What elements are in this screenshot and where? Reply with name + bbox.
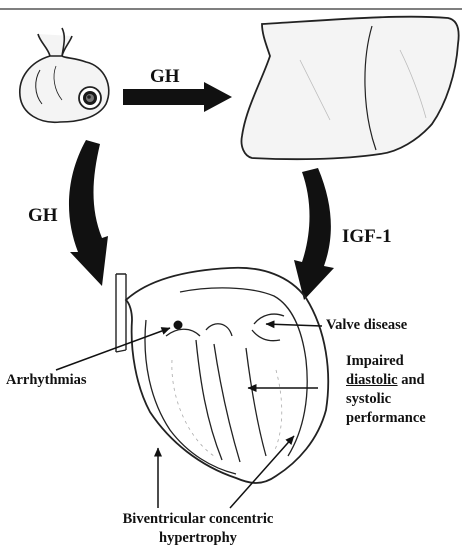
heart bbox=[116, 268, 328, 483]
label-impaired-line2: diastolic and bbox=[346, 371, 426, 390]
pituitary-adenoma bbox=[79, 87, 101, 109]
gh-arrow-curved bbox=[69, 140, 108, 286]
liver bbox=[241, 17, 458, 160]
label-igf1: IGF-1 bbox=[342, 226, 392, 248]
label-impaired-performance: Impaired diastolic and systolic performa… bbox=[346, 352, 426, 428]
label-diastolic: diastolic bbox=[346, 372, 398, 388]
label-and: and bbox=[398, 372, 425, 388]
pointer-arrows bbox=[56, 324, 322, 508]
label-gh-left: GH bbox=[28, 205, 58, 227]
label-impaired-line1: Impaired bbox=[346, 352, 426, 371]
label-gh-top: GH bbox=[150, 66, 180, 88]
label-arrhythmias: Arrhythmias bbox=[6, 371, 87, 390]
label-biventricular-line2: hypertrophy bbox=[0, 529, 429, 548]
label-valve-disease: Valve disease bbox=[326, 316, 407, 335]
igf1-arrow-curved bbox=[294, 168, 334, 300]
label-biventricular: Biventricular concentric hypertrophy bbox=[0, 510, 462, 548]
label-impaired-line4: performance bbox=[346, 409, 426, 428]
sa-node bbox=[174, 321, 183, 330]
label-biventricular-line1: Biventricular concentric bbox=[0, 510, 429, 529]
label-impaired-line3: systolic bbox=[346, 390, 426, 409]
